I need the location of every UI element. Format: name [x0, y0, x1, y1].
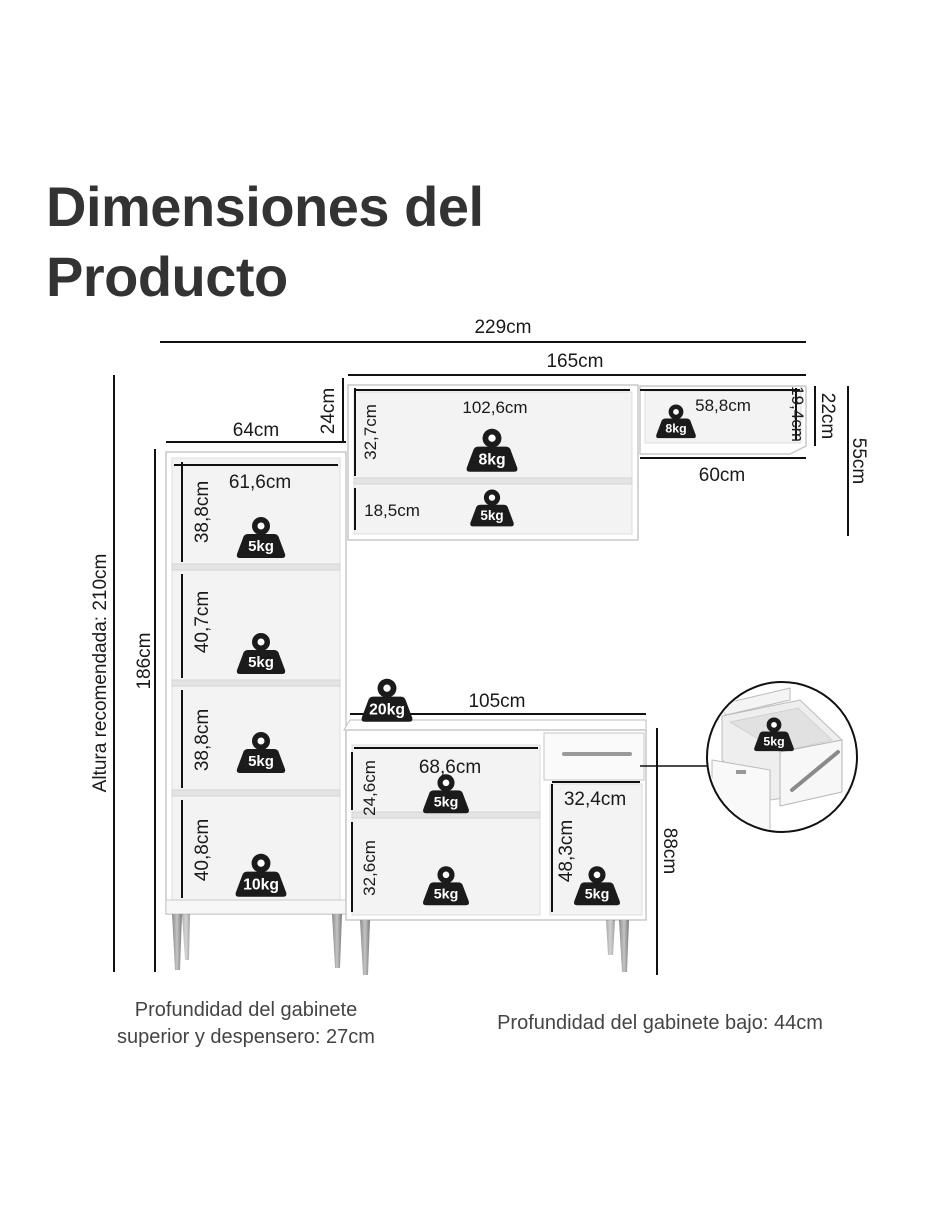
label-small-cab-width: 60cm	[699, 465, 745, 486]
weight-label-small-cab: 8kg	[665, 421, 686, 435]
weight-icon-upper-top: 8kg	[466, 428, 518, 472]
label-total-width: 229cm	[474, 317, 531, 338]
label-upper-shelf-top: 32,7cm	[361, 404, 380, 460]
label-lower-right-inner-width: 32,4cm	[564, 789, 626, 810]
label-lower-shelf-bottom: 32,6cm	[360, 840, 379, 896]
weight-label-pantry-1: 5kg	[248, 538, 274, 555]
label-small-cab-inner-width: 58,8cm	[695, 396, 751, 415]
page-title-line-1: Dimensiones del	[46, 175, 484, 238]
label-upper-total-height: 55cm	[848, 438, 869, 484]
weight-label-pantry-3: 5kg	[248, 753, 274, 770]
label-pantry-shelf-1: 38,8cm	[192, 481, 213, 543]
weight-label-upper-bottom: 5kg	[480, 508, 503, 523]
weight-icon-lower-top: 5kg	[423, 774, 469, 814]
weight-label-pantry-2: 5kg	[248, 654, 274, 671]
label-lower-right-inner-height: 48,3cm	[556, 820, 577, 882]
label-counter-width: 105cm	[468, 691, 525, 712]
page-title: Dimensiones del Producto	[46, 172, 484, 312]
label-pantry-inner-width: 61,6cm	[229, 472, 291, 493]
weight-icon-counter: 20kg	[361, 678, 413, 722]
label-upper-inner-width: 102,6cm	[462, 398, 527, 417]
label-lower-height: 88cm	[659, 828, 680, 874]
pantry-cabinet	[165, 451, 347, 970]
label-pantry-shelf-2: 40,7cm	[192, 591, 213, 653]
drawer-detail-callout	[640, 681, 858, 833]
weight-icon-pantry-2: 5kg	[236, 633, 286, 674]
weight-label-counter: 20kg	[369, 701, 405, 718]
lower-depth-note: Profundidad del gabinete bajo: 44cm	[497, 1012, 823, 1034]
label-upper-shelf-bottom: 18,5cm	[364, 501, 420, 520]
lower-cabinet	[342, 719, 647, 975]
dimension-labels: 229cm 165cm 64cm 61,6cm Altura recomenda…	[90, 317, 869, 896]
weight-label-lower-right: 5kg	[585, 887, 610, 903]
weight-label-drawer: 5kg	[763, 734, 784, 748]
weight-label-pantry-4: 10kg	[243, 876, 279, 893]
label-pantry-shelf-3: 38,8cm	[192, 709, 213, 771]
upper-depth-note-line-2: superior y despensero: 27cm	[117, 1026, 375, 1048]
weight-label-lower-bottom: 5kg	[434, 887, 459, 903]
weight-label-lower-top: 5kg	[434, 795, 459, 811]
weight-icon-drawer: 5kg	[754, 717, 794, 752]
weight-icon-lower-bottom: 5kg	[423, 866, 469, 906]
label-upper-depth-side: 24cm	[318, 388, 339, 434]
label-pantry-height: 186cm	[134, 632, 155, 689]
label-recommended-height: Altura recomendada: 210cm	[90, 554, 111, 793]
weight-icons: 5kg 5kg 5kg 10kg 8kg 5kg 8kg 20kg 5kg 5kg 5kg 5kg	[235, 404, 794, 906]
label-pantry-width: 64cm	[233, 420, 279, 441]
weight-label-upper-top: 8kg	[478, 451, 505, 468]
weight-icon-lower-right: 5kg	[574, 866, 620, 906]
weight-icon-pantry-1: 5kg	[236, 517, 286, 558]
upper-depth-note: Profundidad del gabinete superior y desp…	[96, 997, 396, 1051]
label-pantry-shelf-4: 40,8cm	[192, 819, 213, 881]
weight-icon-small-cab: 8kg	[656, 404, 696, 439]
label-lower-inner-width: 68,6cm	[419, 757, 481, 778]
weight-icon-upper-bottom: 5kg	[470, 489, 514, 527]
weight-icon-pantry-4: 10kg	[235, 853, 287, 897]
page-title-line-2: Producto	[46, 245, 288, 308]
label-small-cab-inner-height: 19,4cm	[788, 386, 807, 442]
weight-icon-pantry-3: 5kg	[236, 732, 286, 773]
label-small-cab-height: 22cm	[817, 393, 838, 439]
label-upper-width: 165cm	[546, 351, 603, 372]
label-lower-shelf-top: 24,6cm	[360, 760, 379, 816]
upper-depth-note-line-1: Profundidad del gabinete	[134, 999, 358, 1021]
